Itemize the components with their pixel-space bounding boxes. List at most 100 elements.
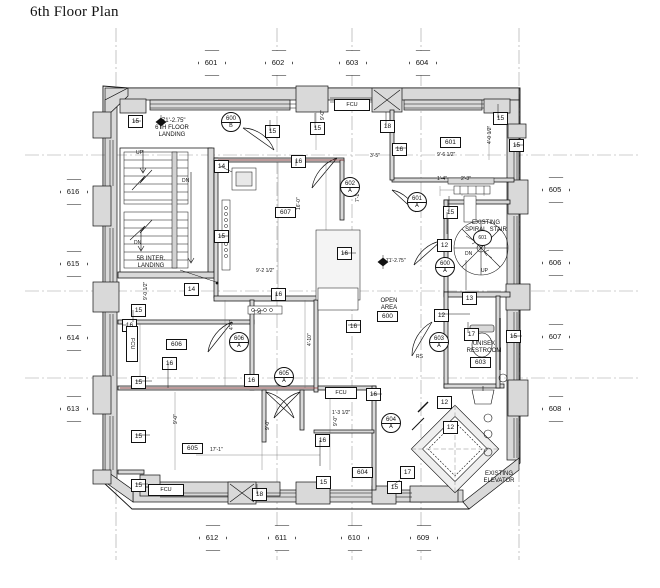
grid-bubble-label: 609 xyxy=(416,532,430,542)
keynote-tag[interactable]: 15 xyxy=(310,122,325,135)
keynote-tag[interactable]: 15 xyxy=(131,376,146,389)
keynote-tag[interactable]: 18 xyxy=(380,120,395,133)
fcu-label[interactable]: FCU xyxy=(334,99,370,111)
doors xyxy=(207,127,442,419)
keynote-tag[interactable]: 17 xyxy=(400,466,415,479)
room-tag-601[interactable]: 601 xyxy=(440,137,461,148)
grid-bubble-top-4[interactable]: 604 xyxy=(409,50,437,76)
grid-bubble-right-1[interactable]: 605 xyxy=(542,177,570,203)
keynote-tag[interactable]: 12 xyxy=(434,309,449,322)
grid-bubble-label: 610 xyxy=(347,532,361,542)
grid-bubble-bottom-3[interactable]: 611 xyxy=(268,525,296,551)
keynote-tag[interactable]: 15 xyxy=(316,476,331,489)
annotation-stair-up: UP xyxy=(136,150,143,156)
window-symbols xyxy=(229,89,401,503)
grid-bubble-left-3[interactable]: 615 xyxy=(60,251,88,277)
keynote-tag[interactable]: 12 xyxy=(437,239,452,252)
room-tag-607[interactable]: 607 xyxy=(275,207,296,218)
keynote-tag[interactable]: 18 xyxy=(252,488,267,501)
grid-bubble-bottom-4[interactable]: 612 xyxy=(199,525,227,551)
grid-bubble-bottom-2[interactable]: 610 xyxy=(341,525,369,551)
grid-bubble-left-2[interactable]: 614 xyxy=(60,325,88,351)
grid-bubble-label: 606 xyxy=(548,257,562,267)
grid-bubble-label: 601 xyxy=(204,57,218,67)
grid-bubble-label: 607 xyxy=(548,331,562,341)
keynote-tag[interactable]: 12 xyxy=(437,396,452,409)
grid-bubble-label: 613 xyxy=(66,403,80,413)
keynote-tag[interactable]: 16 xyxy=(291,155,306,168)
dim-9-6-half: 9'-6 1/2" xyxy=(437,152,456,158)
keynote-tag[interactable]: 16 xyxy=(366,388,381,401)
keynote-tag[interactable]: 16 xyxy=(271,288,286,301)
room-tag-604[interactable]: 604 xyxy=(352,467,373,478)
grid-bubble-left-4[interactable]: 616 xyxy=(60,179,88,205)
grid-bubble-label: 604 xyxy=(415,57,429,67)
annotation-existing-spiral-stair: EXISTING SPIRAL STAIR xyxy=(465,220,507,233)
dim-1-3-half: 1'-3 1/2" xyxy=(332,410,351,416)
keynote-tag[interactable]: 15 xyxy=(387,481,402,494)
keynote-tag[interactable]: 15 xyxy=(493,112,508,125)
room-tag-603[interactable]: 603 xyxy=(470,357,491,368)
grid-bubble-right-3[interactable]: 607 xyxy=(542,324,570,350)
keynote-tag[interactable]: 16 xyxy=(392,143,407,156)
grid-bubble-top-1[interactable]: 601 xyxy=(198,50,226,76)
main-stair xyxy=(123,150,195,269)
dim-17-1: 17'-1" xyxy=(210,447,223,453)
wall-glazing-lines xyxy=(109,97,518,498)
annotation-dim-3-5: 3'-5" xyxy=(370,153,380,159)
grid-bubble-left-1[interactable]: 613 xyxy=(60,396,88,422)
fcu-label[interactable]: FCU xyxy=(126,326,138,362)
annotation-elevation-open-area: +71'-2.75" xyxy=(383,258,406,264)
fcu-label[interactable]: FCU xyxy=(148,484,184,496)
grid-bubble-label: 616 xyxy=(66,186,80,196)
grid-bubble-top-3[interactable]: 603 xyxy=(339,50,367,76)
annotation-unisex-restroom: UNISEX RESTROOM xyxy=(466,341,502,354)
dim-9-2-half: 9'-2 1/2" xyxy=(256,268,275,274)
grid-bubble-label: 603 xyxy=(345,57,359,67)
keynote-tag[interactable]: 16 xyxy=(244,374,259,387)
grid-bubble-bottom-1[interactable]: 609 xyxy=(410,525,438,551)
keynote-tag[interactable]: 16 xyxy=(162,357,177,370)
fcu-label[interactable]: FCU xyxy=(325,387,357,399)
grid-bubble-label: 615 xyxy=(66,258,80,268)
room-tag-600[interactable]: 600 xyxy=(377,311,398,322)
keynote-tag[interactable]: 15 xyxy=(131,479,146,492)
grid-bubble-right-2[interactable]: 606 xyxy=(542,250,570,276)
annotation-5b-inter-landing: 5B INTER. LANDING xyxy=(136,256,166,269)
keynote-tag[interactable]: 13 xyxy=(462,292,477,305)
keynote-tag[interactable]: 15 xyxy=(509,139,524,152)
room-tag-605[interactable]: 605 xyxy=(182,443,203,454)
keynote-tag[interactable]: 16 xyxy=(337,247,352,260)
keynote-tag[interactable]: 15 xyxy=(131,430,146,443)
annotation-existing-elevator: EXISTING ELEVATOR xyxy=(483,471,515,484)
keynote-tag[interactable]: 15 xyxy=(214,230,229,243)
keynote-tag[interactable]: 15 xyxy=(265,125,280,138)
keynote-tag[interactable]: 12 xyxy=(443,421,458,434)
room-tag-606[interactable]: 606 xyxy=(166,339,187,350)
keynote-tag[interactable]: 15 xyxy=(131,304,146,317)
existing-elevator xyxy=(410,401,500,494)
grid-bubble-top-2[interactable]: 602 xyxy=(265,50,293,76)
keynote-tag[interactable]: 15 xyxy=(128,115,143,128)
detail-bubble-spiral[interactable]: 601 xyxy=(473,230,492,246)
keynote-tag[interactable]: 16 xyxy=(315,434,330,447)
keynote-tag[interactable]: 15 xyxy=(506,330,521,343)
keynote-tag[interactable]: 16 xyxy=(346,320,361,333)
grid-bubble-right-4[interactable]: 608 xyxy=(542,396,570,422)
keynote-tag[interactable]: 14 xyxy=(184,283,199,296)
page-title: 6th Floor Plan xyxy=(30,4,119,20)
